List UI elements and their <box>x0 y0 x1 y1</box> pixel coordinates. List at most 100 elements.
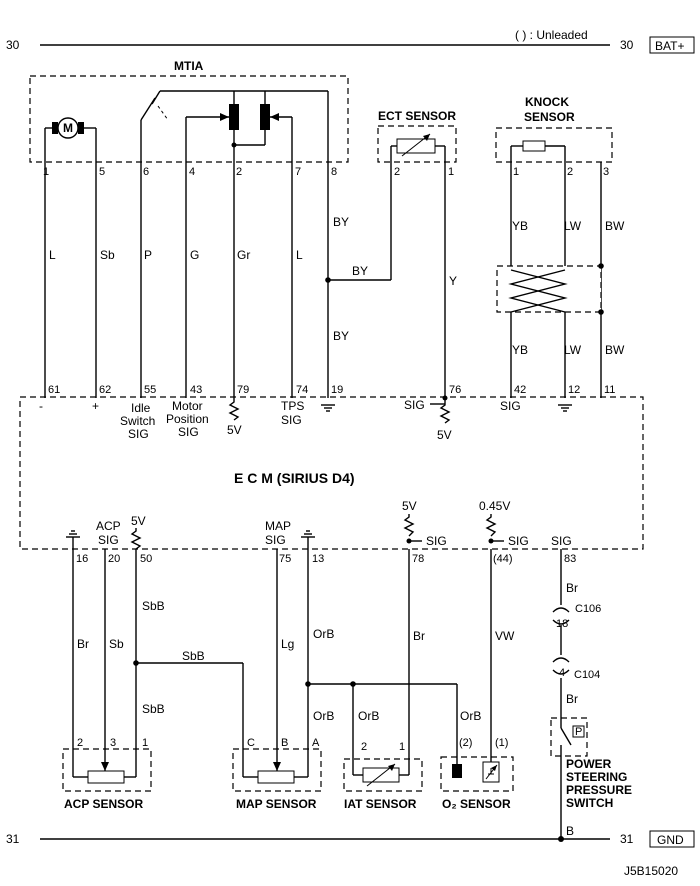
mtia-pin-8: 8 <box>331 166 337 178</box>
ecm-sig-83: SIG <box>551 534 572 548</box>
mtia-title: MTIA <box>174 59 204 73</box>
map-pin-c: C <box>247 737 255 749</box>
wire-label-vw-44: VW <box>495 629 515 643</box>
ecm-pin-61: 61 <box>48 384 60 396</box>
bat-label-box <box>649 36 695 54</box>
wire-label-orb-iat: OrB <box>358 709 379 723</box>
ecm-pin-83: 83 <box>564 553 576 565</box>
ect-box <box>377 125 457 163</box>
resistor-50-icon <box>130 528 142 550</box>
iat-pin-2: 2 <box>361 741 367 753</box>
rail-top-left-number: 30 <box>6 38 20 52</box>
mtia-pin-2: 2 <box>236 166 242 178</box>
ecm-045v: 0.45V <box>479 499 510 513</box>
ecm-motor-pos-label-3: SIG <box>178 425 199 439</box>
wire-label-bw-lower: BW <box>605 343 625 357</box>
knock-pin-2: 2 <box>567 166 573 178</box>
motor-icon: M <box>45 117 96 139</box>
ecm-sig-44: SIG <box>508 534 529 548</box>
ecm-idle-label-3: SIG <box>128 427 149 441</box>
ecm-idle-label-1: Idle <box>131 401 151 415</box>
ps-symbol-letter: P <box>575 726 582 738</box>
ps-title-2: STEERING <box>566 770 627 784</box>
wire-label-gr: Gr <box>237 248 250 262</box>
ect-thermistor-icon <box>390 133 446 162</box>
ps-title-4: SWITCH <box>566 796 613 810</box>
ecm-5v-79: 5V <box>227 423 242 437</box>
ecm-pin-76: 76 <box>449 384 461 396</box>
connector-c106-label: C106 <box>575 603 601 615</box>
ecm-sig-76: SIG <box>404 398 425 412</box>
o2-pin-1: (1) <box>495 737 508 749</box>
iat-box <box>343 758 423 792</box>
knock-title-1: KNOCK <box>525 95 569 109</box>
wire-label-by-upper: BY <box>333 215 349 229</box>
ecm-pin-20: 20 <box>108 553 120 565</box>
ecm-5v-76: 5V <box>437 428 452 442</box>
wire-label-orb-13-lower: OrB <box>313 709 334 723</box>
ps-switch-box <box>550 717 588 757</box>
ecm-plus-label: + <box>92 399 99 413</box>
ecm-tps-label-2: SIG <box>281 413 302 427</box>
ecm-pin-16: 16 <box>76 553 88 565</box>
knock-element-icon <box>510 140 566 162</box>
wire-label-br-83-upper: Br <box>566 581 578 595</box>
figure-id: J5B15020 <box>624 864 678 878</box>
resistor-44-icon <box>485 514 497 537</box>
acp-title: ACP SENSOR <box>64 797 143 811</box>
shield-icon <box>496 263 604 315</box>
ground-16-icon <box>66 530 80 549</box>
wire-label-y: Y <box>449 274 457 288</box>
wire-label-l: L <box>49 248 56 262</box>
map-pot-icon <box>242 749 309 784</box>
connector-c104-icon <box>552 657 570 675</box>
wire-label-lg-75: Lg <box>281 637 294 651</box>
rail-top-right-number: 30 <box>620 38 634 52</box>
wire-label-br-78: Br <box>413 629 425 643</box>
mtia-pin-7: 7 <box>295 166 301 178</box>
ground-12-icon <box>558 404 572 412</box>
resistor-79-icon <box>228 398 240 421</box>
ecm-idle-label-2: Switch <box>120 414 155 428</box>
ecm-map-label-1: MAP <box>265 519 291 533</box>
acp-box <box>62 748 152 792</box>
ecm-pin-13: 13 <box>312 553 324 565</box>
ecm-pin-55: 55 <box>144 384 156 396</box>
idle-switch-icon <box>140 90 169 162</box>
ps-title-1: POWER <box>566 757 612 771</box>
wire-label-bw-upper: BW <box>605 219 625 233</box>
ecm-5v-50: 5V <box>131 514 146 528</box>
connector-c106-icon <box>552 607 570 625</box>
motor-position-pot-icon <box>185 104 239 162</box>
wire-label-sbb-50-upper: SbB <box>142 599 165 613</box>
ecm-motor-pos-label-2: Position <box>166 412 209 426</box>
map-pin-b: B <box>281 737 288 749</box>
wire-label-br-83-lower: Br <box>566 692 578 706</box>
ecm-pin-50: 50 <box>140 553 152 565</box>
ecm-pin-74: 74 <box>296 384 308 396</box>
ecm-pin-79: 79 <box>237 384 249 396</box>
ecm-map-label-2: SIG <box>265 533 286 547</box>
wire-label-br-16: Br <box>77 637 89 651</box>
ect-title: ECT SENSOR <box>378 109 456 123</box>
knock-title-2: SENSOR <box>524 110 575 124</box>
ground-19-icon <box>321 404 335 412</box>
wire-label-lw-lower: LW <box>564 343 582 357</box>
gnd-label: GND <box>657 833 684 847</box>
wire-label-l2: L <box>296 248 303 262</box>
iat-title: IAT SENSOR <box>344 797 417 811</box>
iat-pin-1: 1 <box>399 741 405 753</box>
acp-pot-icon <box>72 749 137 784</box>
o2-element-icon <box>452 757 500 783</box>
wire-label-sbb-50-lower: SbB <box>142 702 165 716</box>
ecm-sig-78: SIG <box>426 534 447 548</box>
mtia-pin-6: 6 <box>143 166 149 178</box>
acp-pin-1: 1 <box>142 737 148 749</box>
knock-pin-1: 1 <box>513 166 519 178</box>
wire-label-by-ect: BY <box>352 264 368 278</box>
acp-pin-2: 2 <box>77 737 83 749</box>
wire-label-yb-upper: YB <box>512 219 528 233</box>
pressure-switch-icon: P <box>560 720 585 756</box>
wire-label-by-lower: BY <box>333 329 349 343</box>
